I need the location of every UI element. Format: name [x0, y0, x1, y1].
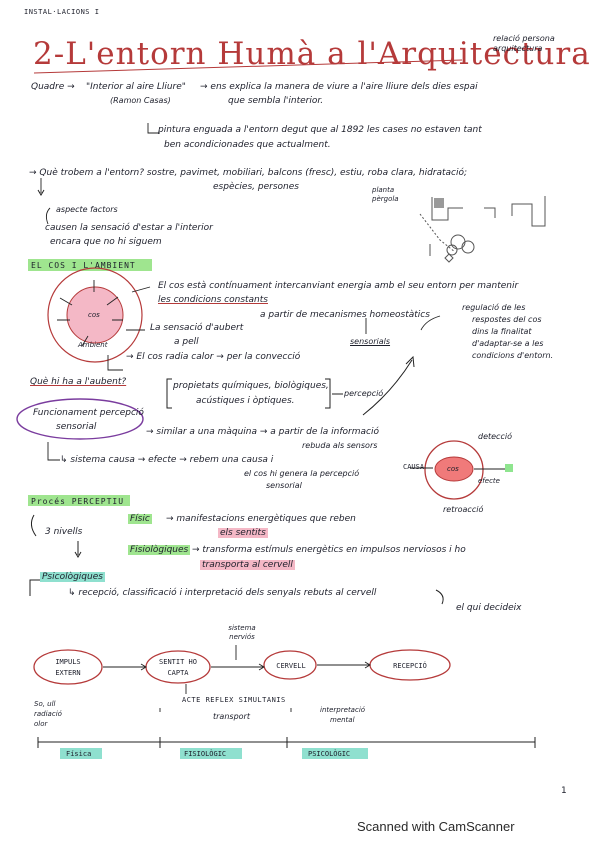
- flow-note-transport: transport: [213, 712, 250, 721]
- ambient-label: Ambient: [78, 341, 108, 349]
- detect-label: detecció: [478, 432, 512, 441]
- perception-label: percepció: [344, 389, 384, 398]
- flow-node-impuls: IMPULS EXTERN: [55, 658, 81, 677]
- mechanism-text: a partir de mecanismes homeostàtics: [260, 310, 430, 320]
- floor-plan-sketch: [419, 196, 546, 263]
- cause-text-2: el cos hi genera la percepció: [244, 469, 360, 478]
- causa-label: CAUSA: [403, 463, 425, 471]
- flow-node-recepcio: RECEPCIÓ: [393, 662, 427, 670]
- comfort-line-1: causen la sensació d'estar a l'interior: [45, 223, 213, 233]
- flow-note-1b: radiació: [34, 710, 62, 718]
- cause-text: ↳ sistema causa → efecte → rebem una cau…: [60, 455, 274, 465]
- page-title: 2-L'entorn Humà a l'Arquitectura: [33, 36, 591, 72]
- flow-node-sentit: SENTIT HO CAPTA: [159, 658, 197, 677]
- quadre-era-2: ben acondicionades que actualment.: [164, 140, 331, 150]
- machine-text-2: rebuda als sensors: [302, 441, 378, 450]
- quadre-era: pintura enguada a l'entorn degut que al …: [158, 125, 482, 135]
- body-ambient-diagram: [47, 267, 143, 363]
- page-number: 1: [561, 786, 567, 796]
- sensory-label: sensorials: [350, 337, 391, 346]
- flow-note-3b: mental: [330, 716, 355, 724]
- comfort-line-2: encara que no hi siguem: [50, 237, 162, 247]
- level-fisiologic-text-2: transporta al cervell: [200, 560, 295, 570]
- section-heading-proces-perceptiu: Procés PERCEPTIU: [31, 497, 125, 506]
- feedback-loop: [410, 440, 513, 500]
- plan-note: planta pèrgola: [372, 186, 399, 203]
- cause-text-3: sensorial: [266, 481, 302, 490]
- regulation-3: dins la finalitat: [472, 327, 532, 336]
- level-psicologic-text-2: el qui decideix: [456, 603, 522, 613]
- reflex-label: ACTE REFLEX SIMULTANIS: [182, 696, 286, 704]
- title-side-note: relació persona arquitectura: [493, 34, 555, 53]
- scanner-watermark: Scanned with CamScanner: [357, 819, 515, 834]
- quadre-lead: Quadre →: [31, 82, 75, 92]
- regulation-4: d'adaptar-se a les: [472, 339, 544, 348]
- painting-title: "Interior al aire Lliure": [86, 82, 186, 92]
- sensation-text-2: a pell: [174, 337, 199, 347]
- s1-body-2: les condicions constants: [158, 295, 268, 305]
- level-fisiologic-text: → transforma estímuls energètics en impu…: [192, 545, 466, 555]
- levels-label: 3 nivells: [45, 527, 83, 537]
- regulation-1: regulació de les: [462, 303, 526, 312]
- sensory-box-2: sensorial: [56, 422, 97, 432]
- level-psicologic: Psicològiques: [40, 572, 105, 582]
- sensation-text: La sensació d'aubert: [150, 323, 244, 333]
- body-label: cos: [88, 311, 100, 319]
- level-fisiologic: Fisiològiques: [128, 545, 191, 555]
- flow-note-3a: interpretació: [320, 706, 366, 714]
- level-fisic-text-2: els sentits: [218, 528, 268, 538]
- machine-text: → similar a una màquina → a partir de la…: [146, 427, 379, 437]
- quadre-explanation: → ens explica la manera de viure a l'air…: [200, 82, 478, 92]
- entorn-more: espècies, persones: [213, 182, 299, 192]
- loop-cos-label: cos: [447, 465, 459, 473]
- sensory-box-1: Funcionament percepció: [33, 408, 144, 418]
- bracket-fisica: Física: [66, 750, 92, 758]
- s1-body-1: El cos està contínuament intercanviant e…: [158, 281, 519, 291]
- properties-2: acústiques i òptiques.: [196, 396, 295, 406]
- properties-1: propietats químiques, biològiques,: [173, 381, 329, 391]
- level-fisic: Físic: [128, 514, 152, 524]
- painting-author: (Ramon Casas): [110, 96, 171, 105]
- level-fisic-text: → manifestacions energètiques que reben: [166, 514, 356, 524]
- entorn-question: → Què trobem a l'entorn? sostre, pavimet…: [29, 168, 468, 178]
- nervous-system-label: sistema nerviós: [228, 624, 256, 641]
- level-psicologic-text: ↳ recepció, classificació i interpretaci…: [68, 588, 377, 598]
- flow-diagram: [33, 649, 451, 685]
- regulation-5: condicions d'entorn.: [472, 351, 554, 360]
- regulation-2: respostes del cos: [472, 315, 542, 324]
- bracket-fisiologic: FISIOLÒGIC: [184, 750, 227, 758]
- ambient-question: Què hi ha a l'aubent?: [30, 377, 127, 387]
- quadre-explanation-2: que sembla l'interior.: [228, 96, 324, 106]
- flow-note-1a: So, ull: [34, 700, 56, 708]
- radiation-text: → El cos radia calor → per la convecció: [126, 352, 301, 362]
- bracket-psicologic: PSICOLÒGIC: [308, 750, 351, 758]
- efecte-label: efecte: [478, 477, 500, 485]
- flow-node-cervell: CERVELL: [276, 662, 306, 670]
- section-heading-cos-ambient: EL COS I L'AMBIENT: [31, 261, 136, 270]
- course-tag: INSTAL·LACIONS I: [24, 8, 100, 16]
- aspects-note: aspecte factors: [56, 205, 118, 214]
- flow-note-1c: olor: [34, 720, 48, 728]
- feedback-label: retroacció: [443, 505, 484, 514]
